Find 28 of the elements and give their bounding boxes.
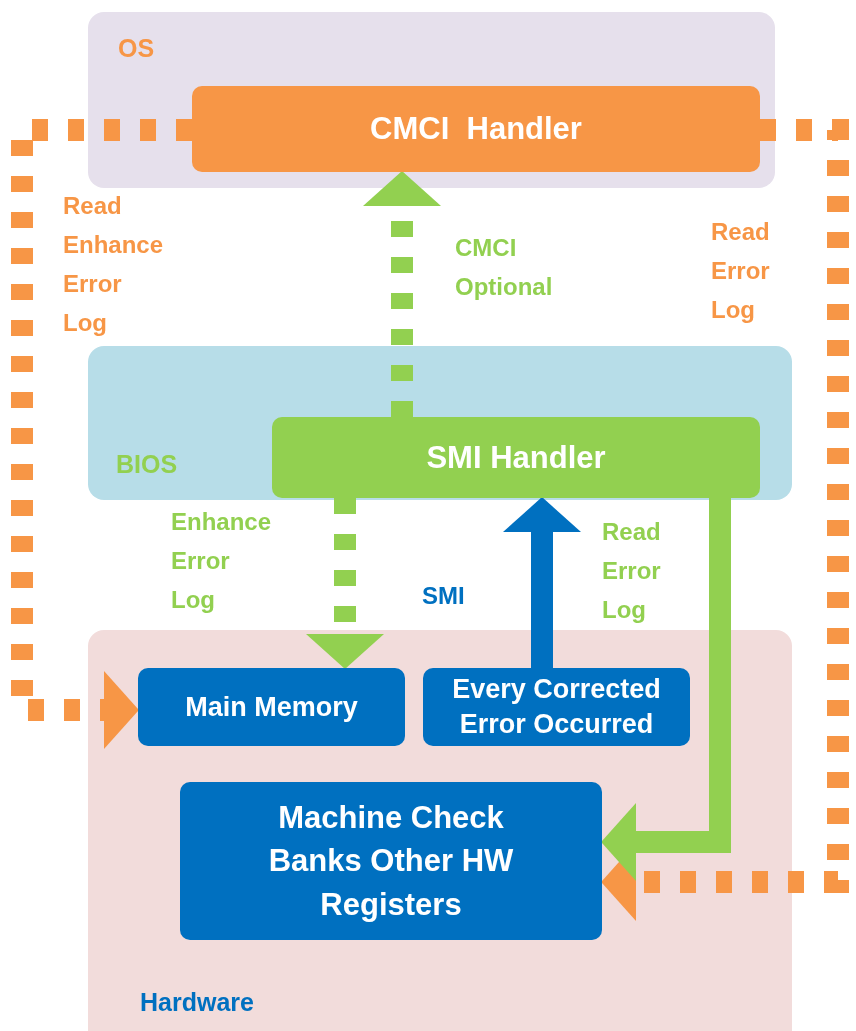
- dashed-arrow: [601, 119, 849, 921]
- box-label: SMI Handler: [426, 438, 606, 477]
- region-label: BIOS: [116, 450, 178, 479]
- edge-label: Read Enhance Error Log: [63, 191, 164, 338]
- handler-box: [192, 86, 760, 172]
- layer-region: [88, 346, 792, 500]
- layer-region: [88, 12, 775, 188]
- event-box: [423, 668, 690, 746]
- box-label: CMCI Handler: [370, 110, 582, 148]
- box-label: Every Corrected Error Occurred: [451, 672, 662, 741]
- layer-region: [88, 630, 792, 1031]
- edge-label: Read Error Log: [711, 217, 770, 325]
- region-label: Hardware: [140, 988, 254, 1017]
- arrow: [503, 497, 581, 668]
- dashed-arrow: [11, 119, 192, 749]
- edge-label: CMCI Optional: [455, 233, 553, 302]
- dashed-arrow: [363, 171, 441, 417]
- dashed-arrow: [306, 498, 384, 669]
- edge-label: Enhance Error Log: [171, 507, 272, 615]
- handler-box: [272, 417, 760, 498]
- region-label: OS: [118, 34, 155, 63]
- arrow: [601, 498, 731, 881]
- register-box: [180, 782, 602, 940]
- edge-label: Read Error Log: [602, 517, 661, 625]
- box-label: Main Memory: [185, 690, 358, 724]
- memory-box: [138, 668, 405, 746]
- box-label: Machine Check Banks Other HW Registers: [267, 798, 515, 924]
- edge-label: SMI: [422, 581, 465, 611]
